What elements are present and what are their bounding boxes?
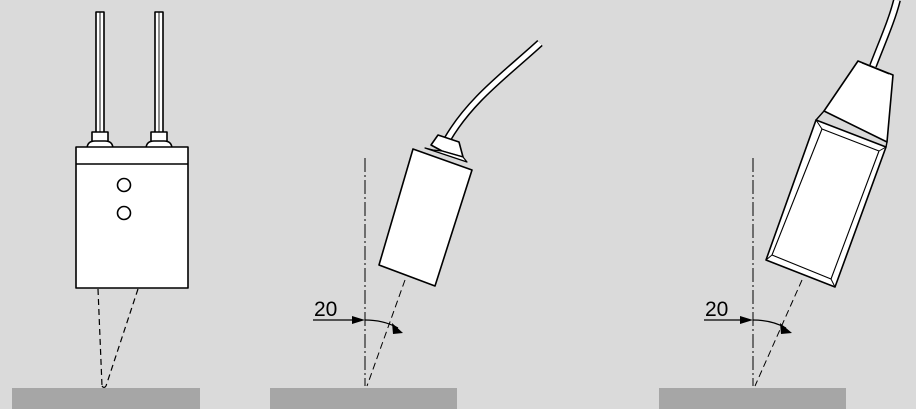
sensor-cap — [430, 134, 464, 158]
angle-arrow-right — [780, 323, 792, 334]
sensor-beam — [97, 288, 139, 389]
indicator-led-1 — [116, 177, 132, 193]
angle-label-panel-2: 20 — [314, 298, 337, 321]
sensor-housing — [75, 146, 189, 289]
target-surface — [270, 388, 457, 409]
beam-axis-line — [366, 279, 406, 387]
angle-arrow-right — [392, 323, 403, 334]
angle-arrow-left — [352, 316, 365, 324]
beam-axis-line — [754, 279, 803, 387]
target-surface — [659, 388, 846, 409]
angle-arrow-left — [740, 316, 753, 324]
sensor-body — [378, 148, 473, 287]
target-surface — [12, 388, 200, 409]
panel-tilted-cylindrical-sensor — [270, 40, 543, 409]
angle-label-panel-3: 20 — [705, 298, 728, 321]
panel-tilted-large-sensor — [659, 0, 901, 409]
indicator-led-2 — [116, 205, 132, 221]
panel-vertical-sensor — [12, 11, 200, 409]
